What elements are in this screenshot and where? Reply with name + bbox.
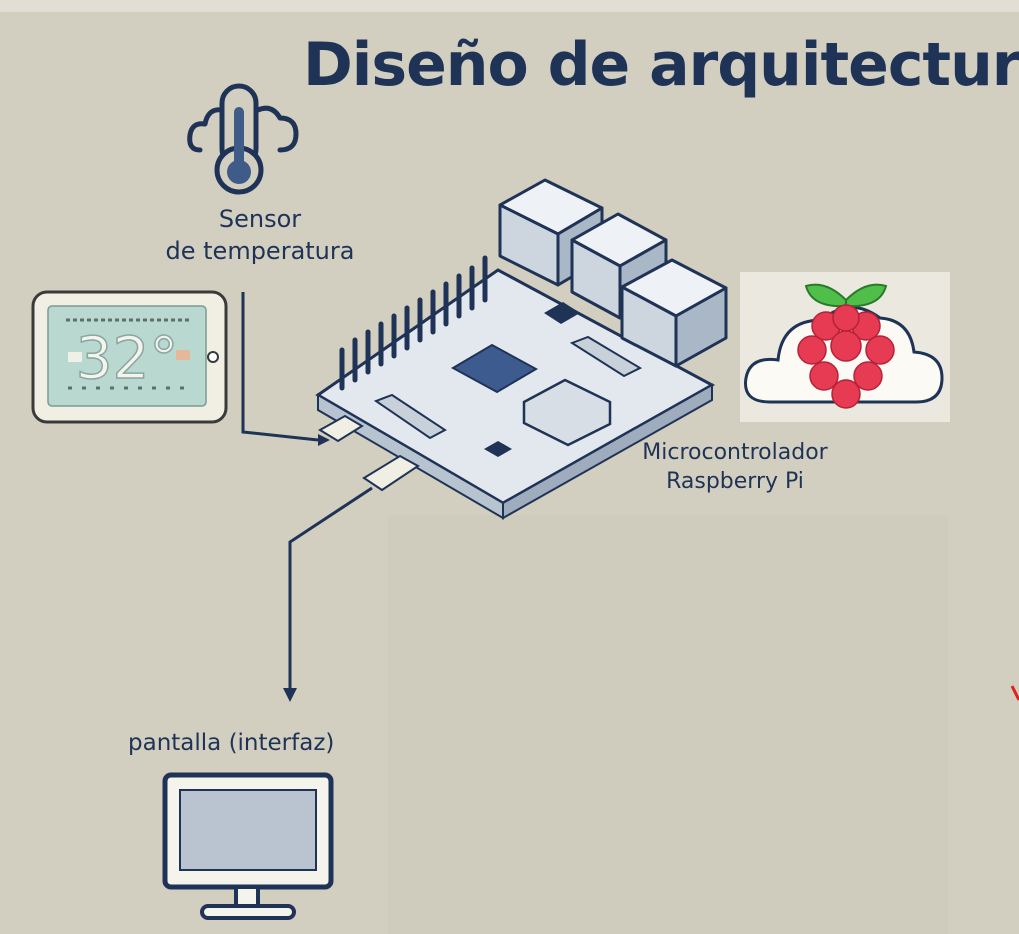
thermostat-display-icon: [31, 290, 228, 424]
connection-lines: [241, 292, 373, 702]
top-strip: [0, 0, 1019, 12]
background-patch: [388, 515, 948, 934]
screen-label: pantalla (interfaz): [128, 730, 335, 756]
microcontroller-label: Microcontrolador Raspberry Pi: [625, 438, 845, 496]
raspberry-pi-board-icon: [315, 178, 728, 520]
sensor-label: Sensor de temperatura: [145, 203, 375, 267]
page-title: Diseño de arquitectura: [303, 30, 1019, 100]
microcontroller-label-line2: Raspberry Pi: [666, 469, 804, 494]
cloud-thermometer-icon: [187, 83, 299, 195]
sensor-label-line2: de temperatura: [165, 237, 355, 265]
microcontroller-label-line1: Microcontrolador: [642, 440, 828, 465]
raspberry-cloud-icon: [740, 272, 950, 422]
edge-mark: [1010, 685, 1019, 701]
monitor-icon: [162, 772, 334, 920]
thermostat-reading: 32°: [76, 324, 179, 392]
sensor-label-line1: Sensor: [218, 205, 302, 233]
